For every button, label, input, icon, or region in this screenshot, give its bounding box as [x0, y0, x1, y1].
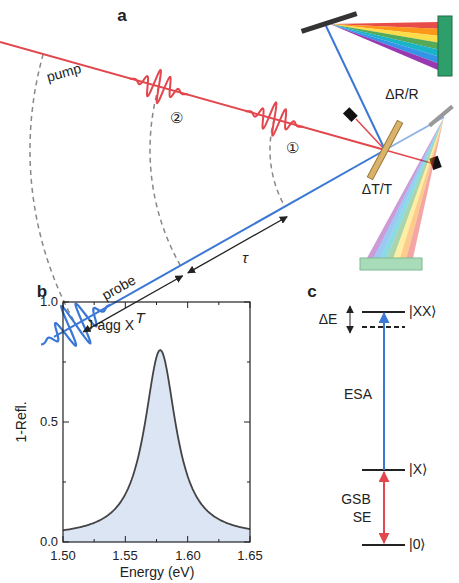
tick — [244, 302, 250, 303]
detector — [438, 16, 452, 76]
axis-title: Energy (eV) — [120, 565, 195, 580]
tick — [244, 422, 250, 423]
delay-arrow — [188, 217, 287, 273]
tick — [247, 482, 250, 483]
tick — [63, 542, 69, 543]
grating — [428, 105, 454, 127]
delay-label: T — [135, 310, 144, 327]
spectrum-fill — [63, 350, 250, 542]
spectrum-fan — [330, 24, 438, 70]
signal-label: ΔT/T — [362, 182, 392, 197]
probe-beam — [54, 150, 385, 337]
grating — [301, 11, 358, 34]
delay-arc — [30, 54, 76, 324]
tick — [187, 302, 188, 308]
tick-label: 1.50 — [50, 549, 75, 563]
tick — [63, 422, 69, 423]
tick — [94, 302, 95, 305]
tick — [63, 482, 66, 483]
tick — [63, 302, 69, 303]
energy-label: ΔE — [319, 312, 338, 327]
light-pulse — [130, 70, 188, 103]
tick-label: 1.0 — [40, 295, 58, 309]
tick — [218, 539, 219, 542]
curve-label: J-agg X — [86, 318, 134, 333]
panel-letter: c — [307, 283, 316, 302]
probe-reflected — [326, 26, 385, 150]
panel-letter: a — [117, 7, 126, 26]
beam-splitter — [367, 120, 402, 179]
tick — [156, 539, 157, 542]
gsb-arrow — [383, 472, 385, 543]
tick — [63, 302, 64, 308]
state-label: |XX⟩ — [409, 304, 436, 319]
tick — [250, 302, 251, 308]
tick — [125, 536, 126, 542]
light-pulse — [245, 102, 303, 135]
energy-level — [362, 311, 405, 313]
beam-label: probe — [100, 272, 139, 303]
tick-label: 1.55 — [112, 549, 137, 563]
pump-beam — [0, 42, 385, 150]
esa-arrow — [383, 313, 385, 470]
tick — [187, 536, 188, 542]
tick — [63, 536, 64, 542]
tick — [156, 302, 157, 305]
tick-label: 1.60 — [175, 549, 200, 563]
transition-label: GSB — [341, 492, 371, 507]
tick — [247, 362, 250, 363]
spectrum-curve — [63, 350, 250, 530]
plot-frame — [63, 302, 250, 542]
tick-label: 0.5 — [40, 415, 58, 429]
tick — [63, 362, 66, 363]
beam-label: pump — [45, 61, 83, 85]
callout-number: ② — [170, 110, 183, 127]
pump-reflected — [356, 119, 385, 150]
energy-level — [362, 544, 405, 546]
tick — [218, 302, 219, 305]
tick — [250, 536, 251, 542]
tick-label: 0.0 — [40, 535, 58, 549]
beam-dump — [343, 107, 358, 122]
signal-label: ΔR/R — [385, 87, 418, 102]
delay-label: τ — [242, 250, 248, 267]
tick — [244, 542, 250, 543]
state-label: |X⟩ — [409, 462, 427, 477]
detector — [360, 258, 422, 270]
tick — [125, 302, 126, 308]
transition-label: SE — [353, 510, 372, 525]
delta-e-arrow — [350, 306, 351, 333]
callout-number: ① — [286, 140, 299, 157]
tick — [94, 539, 95, 542]
tick-label: 1.65 — [237, 549, 262, 563]
axis-title: 1-Refl. — [14, 401, 29, 442]
transition-label: ESA — [344, 387, 372, 402]
state-label: |0⟩ — [409, 537, 425, 552]
